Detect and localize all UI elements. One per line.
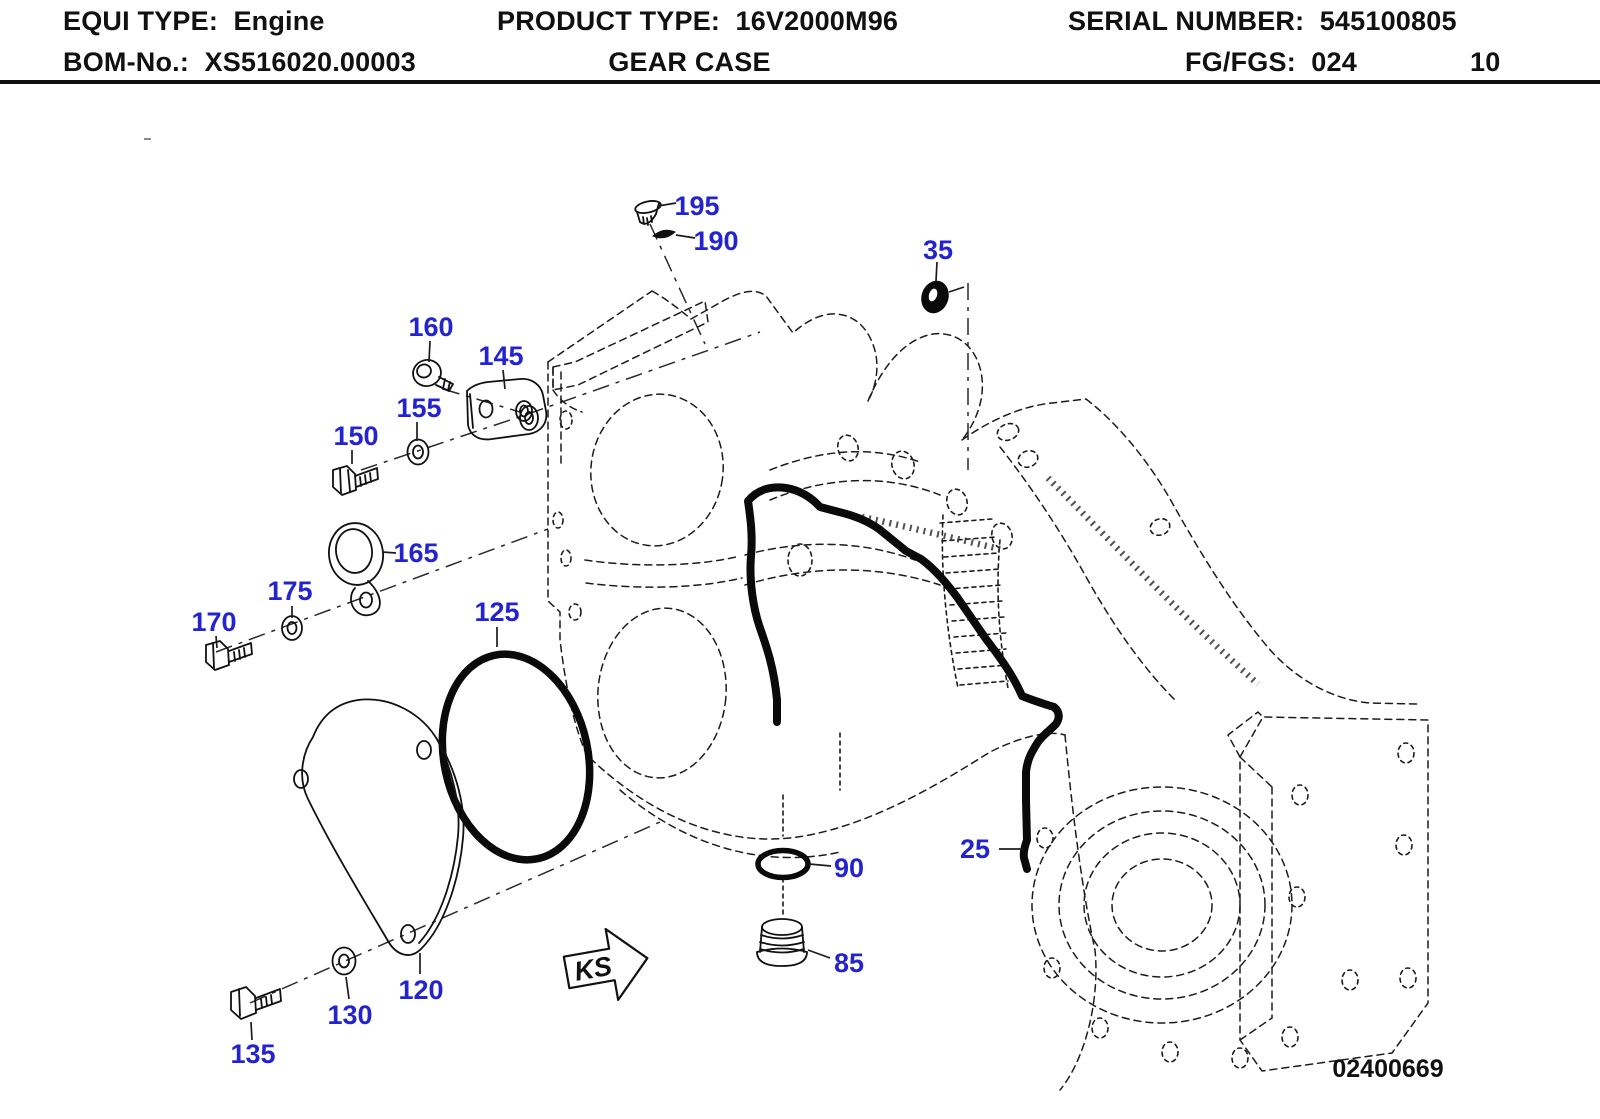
product-type-label: PRODUCT TYPE: [497,6,721,36]
ks-marker-label: KS [572,951,614,987]
callout-35: 35 [923,235,953,265]
callouts: 195 190 35 160 145 155 150 165 175 170 1… [191,191,990,1069]
end-flange-block [1227,711,1429,1072]
bearing-bore [1031,786,1293,1069]
callout-160: 160 [408,312,453,342]
equi-type-value: Engine [233,6,325,36]
callout-175: 175 [267,576,312,606]
callout-125: 125 [474,597,519,627]
equi-type-label: EQUI TYPE: [63,6,219,36]
callout-85: 85 [834,948,864,978]
drawing-number: 02400669 [1332,1055,1443,1083]
part-145-bracket [466,378,548,441]
callout-leaders [215,202,1023,1041]
callout-130: 130 [327,1000,372,1030]
callout-120: 120 [398,975,443,1005]
callout-170: 170 [191,607,236,637]
callout-150: 150 [333,421,378,451]
part-165-retainer-plate [328,522,384,617]
serial-number-label: SERIAL NUMBER: [1068,6,1305,36]
fg-value: 024 [1311,47,1357,77]
sheet-title: GEAR CASE [608,47,771,77]
part-35-seal-ring [921,280,949,314]
part-135-hex-bolt [230,986,282,1020]
part-85-screw-plug [756,918,808,967]
part-155-washer [406,438,430,466]
serial-number-value: 545100805 [1319,6,1457,36]
part-160-screw-fitting [412,359,454,392]
equi-type: EQUI TYPE: Engine [63,6,325,37]
callout-155: 155 [396,393,441,423]
bom-number: BOM-No.: XS516020.00003 [63,47,416,78]
product-type: PRODUCT TYPE: 16V2000M96 [497,6,898,37]
part-125-o-ring-large [438,650,594,864]
gear-teeth [939,514,1009,689]
gear-case-housing [519,290,1429,1091]
part-120-cover-plate [293,698,465,956]
callout-165: 165 [393,538,438,568]
part-130-washer [331,946,357,976]
part-195-screw-plug [634,200,662,226]
part-170-hex-bolt [205,640,253,671]
header-divider [0,80,1600,84]
callout-25: 25 [960,834,990,864]
part-190-sealing-cone [652,229,676,239]
fg-fgs: FG/FGS: 024 [1185,47,1357,78]
serial-number: SERIAL NUMBER: 545100805 [1068,6,1457,37]
callout-190: 190 [693,226,738,256]
callout-195: 195 [674,191,719,221]
assembly-axes [215,223,969,1004]
callout-90: 90 [834,853,864,883]
part-25-gasket [744,483,1063,873]
ks-direction-arrow: KS [562,927,649,1001]
part-90-o-ring [755,847,811,881]
bom-label: BOM-No.: [63,47,190,77]
part-150-hex-bolt [332,465,379,496]
product-type-value: 16V2000M96 [735,6,899,36]
page-number: 10 [1470,47,1501,77]
callout-145: 145 [478,341,523,371]
bom-value: XS516020.00003 [204,47,416,77]
part-175-washer [281,615,303,641]
callout-135: 135 [230,1039,275,1069]
fg-label: FG/FGS: [1185,47,1296,77]
